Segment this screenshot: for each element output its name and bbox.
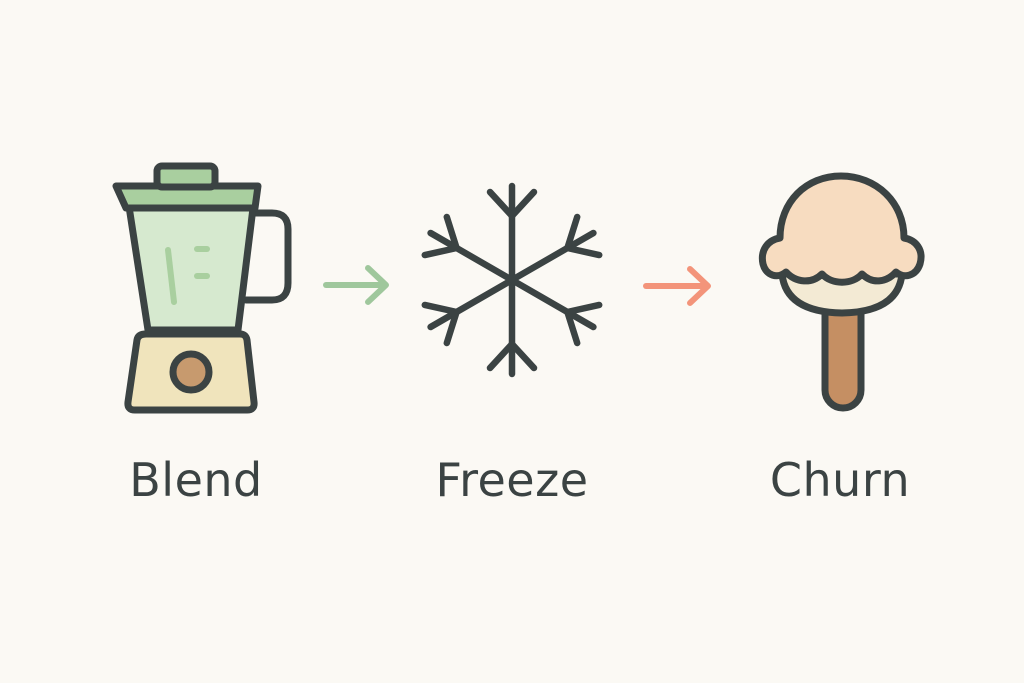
arrow-right-icon	[323, 265, 389, 305]
step-label-blend: Blend	[129, 453, 263, 507]
snowflake-icon	[421, 182, 603, 378]
arrow-right-icon	[643, 266, 711, 306]
step-label-churn: Churn	[769, 453, 911, 507]
blender-icon	[112, 162, 292, 414]
ice-cream-icon	[758, 172, 925, 412]
step-label-freeze: Freeze	[435, 453, 589, 507]
